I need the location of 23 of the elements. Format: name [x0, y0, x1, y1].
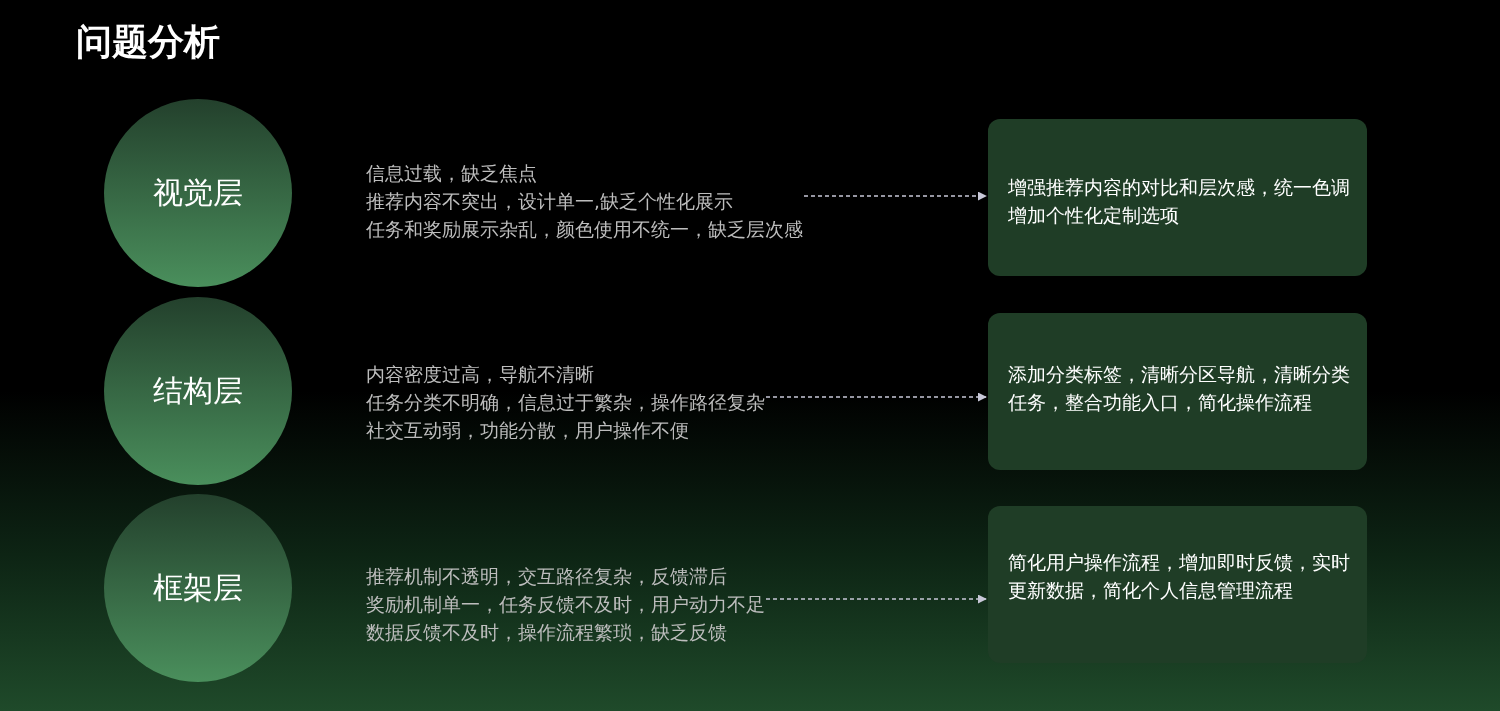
- layer-circle: 框架层: [104, 494, 292, 682]
- problem-text: 数据反馈不及时，操作流程繁琐，缺乏反馈: [366, 621, 728, 645]
- problem-text: 内容密度过高，导航不清晰: [366, 363, 595, 387]
- solution-text: 添加分类标签，清晰分区导航，清晰分类任务，整合功能入口，简化操作流程: [1008, 363, 1351, 415]
- solution-card: [988, 506, 1367, 663]
- problem-text: 信息过载，缺乏焦点: [366, 162, 538, 186]
- problem-text: 任务和奖励展示杂乱，颜色使用不统一，缺乏层次感: [366, 218, 803, 242]
- arrow: [765, 392, 987, 402]
- problem-text: 推荐机制不透明，交互路径复杂，反馈滞后: [366, 565, 728, 589]
- problem-text: 社交互动弱，功能分散，用户操作不便: [366, 419, 690, 443]
- solution-text: 简化用户操作流程，增加即时反馈，实时更新数据，简化个人信息管理流程: [1008, 551, 1351, 603]
- solution-text: 增加个性化定制选项: [1008, 204, 1180, 228]
- solution-card: [988, 119, 1367, 276]
- solution-text: 增强推荐内容的对比和层次感，统一色调: [1008, 176, 1351, 200]
- layer-circle: 视觉层: [104, 99, 292, 287]
- problem-text: 任务分类不明确，信息过于繁杂，操作路径复杂: [366, 391, 765, 415]
- solution-card: [988, 313, 1367, 470]
- layer-circle: 结构层: [104, 297, 292, 485]
- problem-text: 奖励机制单一，任务反馈不及时，用户动力不足: [366, 593, 765, 617]
- title: 问题分析: [76, 20, 220, 64]
- arrow: [765, 594, 987, 604]
- problem-text: 推荐内容不突出，设计单一,缺乏个性化展示: [366, 190, 734, 214]
- arrow: [803, 191, 987, 201]
